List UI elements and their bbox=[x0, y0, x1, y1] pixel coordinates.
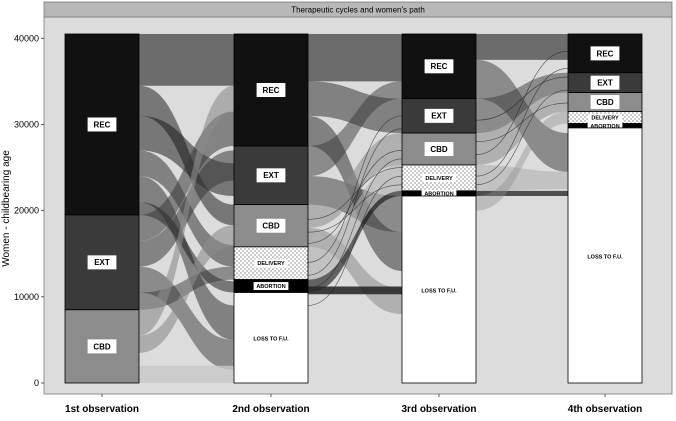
flow-ribbon-28 bbox=[476, 164, 568, 191]
thin-flow-line-12 bbox=[475, 76, 569, 121]
thin-flow-line-1 bbox=[307, 167, 403, 220]
stratum-4-delivery-label: DELIVERY bbox=[591, 116, 619, 122]
thin-flow-line-11 bbox=[475, 102, 569, 143]
flow-ribbon-6 bbox=[139, 202, 234, 293]
x-category-label-1: 1st observation bbox=[65, 404, 139, 415]
flow-ribbon-1 bbox=[139, 34, 234, 86]
flow-ribbon-30 bbox=[476, 111, 568, 211]
chart-title: Therapeutic cycles and women's path bbox=[291, 6, 425, 15]
y-tick-label: 40000 bbox=[14, 33, 39, 43]
stratum-3-cbd-label: CBD bbox=[430, 145, 448, 154]
thin-flow-line-4 bbox=[307, 115, 403, 263]
thin-flow-line-7 bbox=[307, 175, 403, 306]
strata-layer: REC EXT CBD REC EXT CBD DELIVERY ABORTION LOSS T… bbox=[64, 33, 643, 384]
y-tick-label: 20000 bbox=[14, 206, 39, 216]
stratum-3-rec-label: REC bbox=[431, 62, 448, 71]
stratum-2-rec-label-box bbox=[256, 83, 286, 98]
thin-flow-lines-layer bbox=[307, 50, 569, 306]
stratum-4-cbd-label-box bbox=[590, 95, 620, 110]
stratum-2-cbd-label-box bbox=[256, 218, 286, 233]
y-axis: 0 10000 20000 30000 40000 bbox=[14, 33, 44, 388]
thin-flow-line-5 bbox=[307, 128, 403, 276]
thin-flow-line-10 bbox=[475, 50, 569, 155]
flow-ribbon-5 bbox=[139, 176, 234, 340]
stratum-4-loss-to-f-u bbox=[567, 127, 643, 384]
stratum-4-rec-label-box bbox=[590, 46, 620, 61]
x-category-label-2: 2nd observation bbox=[232, 404, 309, 415]
stratum-2-loss-to-f-u-label: LOSS TO F.U. bbox=[253, 337, 289, 343]
y-tick-label: 30000 bbox=[14, 119, 39, 129]
flow-ribbon-19 bbox=[308, 133, 402, 228]
stratum-2-abortion-label: ABORTION bbox=[256, 284, 285, 290]
y-tick-label: 0 bbox=[34, 378, 39, 388]
flow-ribbon-24 bbox=[476, 34, 568, 60]
flow-ribbon-11 bbox=[139, 85, 234, 336]
stratum-4-abortion-label: ABORTION bbox=[590, 124, 619, 130]
x-category-label-4: 4th observation bbox=[568, 404, 642, 415]
stratum-3-loss-to-f-u bbox=[401, 195, 477, 384]
stratum-2-delivery-label-box bbox=[253, 259, 289, 268]
y-tick-label: 10000 bbox=[14, 292, 39, 302]
flow-ribbon-12 bbox=[139, 225, 234, 353]
thin-flow-line-2 bbox=[307, 184, 403, 233]
x-axis: 1st observation 2nd observation 3rd observ… bbox=[65, 394, 642, 415]
stratum-4-delivery-label-box bbox=[587, 113, 623, 122]
stratum-1-ext-label: EXT bbox=[94, 258, 110, 267]
thin-flow-line-3 bbox=[307, 150, 403, 244]
stratum-2-ext-label: EXT bbox=[263, 171, 279, 180]
stratum-3-abortion-label: ABORTION bbox=[424, 191, 453, 197]
thin-flow-line-6 bbox=[307, 158, 403, 289]
stratum-2-loss-to-f-u bbox=[233, 292, 309, 384]
stratum-1-rec-label: REC bbox=[94, 120, 111, 129]
stratum-3-delivery-label-box bbox=[421, 173, 457, 182]
thin-flow-line-9 bbox=[475, 89, 569, 186]
flow-ribbon-18 bbox=[308, 176, 402, 233]
stratum-3-delivery-label: DELIVERY bbox=[425, 176, 453, 182]
stratum-4-rec-label: REC bbox=[597, 49, 614, 58]
flow-ribbon-23 bbox=[308, 286, 402, 295]
stratum-4-abortion-label-box bbox=[587, 121, 623, 130]
stratum-3-abortion-label-box bbox=[421, 189, 457, 198]
flow-ribbon-14 bbox=[308, 34, 402, 82]
flow-ribbon-7 bbox=[139, 111, 234, 241]
stratum-4-ext-label-box bbox=[590, 75, 620, 90]
stratum-1-ext-label-box bbox=[87, 255, 117, 270]
y-axis-label: Women - childbearing age bbox=[1, 150, 12, 267]
stratum-4-cbd-label: CBD bbox=[596, 98, 614, 107]
flow-ribbon-29 bbox=[476, 190, 568, 197]
title-strip bbox=[43, 1, 673, 18]
stratum-4-loss-to-f-u-label: LOSS TO F.U. bbox=[587, 254, 623, 260]
stratum-3-ext-label: EXT bbox=[431, 112, 447, 121]
stratum-3-loss-to-f-u-label: LOSS TO F.U. bbox=[421, 288, 457, 294]
stratum-2-rec-label: REC bbox=[263, 86, 280, 95]
stratum-3-rec-label-box bbox=[424, 59, 454, 74]
flow-ribbon-27 bbox=[476, 92, 568, 165]
stratum-4-ext-label: EXT bbox=[597, 79, 613, 88]
flow-ribbon-15 bbox=[308, 81, 402, 134]
stratum-2-cbd-label: CBD bbox=[262, 222, 280, 231]
stratum-3-ext-label-box bbox=[424, 108, 454, 123]
stratum-3-cbd-label-box bbox=[424, 142, 454, 157]
x-category-label-3: 3rd observation bbox=[401, 404, 476, 415]
stratum-2-abortion-label-box bbox=[253, 282, 289, 291]
flow-ribbon-17 bbox=[308, 81, 402, 177]
flow-ribbon-21 bbox=[308, 164, 402, 280]
stratum-1-rec-label-box bbox=[87, 117, 117, 132]
stratum-2-ext-label-box bbox=[256, 168, 286, 183]
stratum-1-cbd-label: CBD bbox=[93, 342, 111, 351]
stratum-1-cbd-label-box bbox=[87, 339, 117, 354]
flow-ribbon-13 bbox=[139, 365, 234, 383]
stratum-2-delivery-label: DELIVERY bbox=[257, 261, 285, 267]
